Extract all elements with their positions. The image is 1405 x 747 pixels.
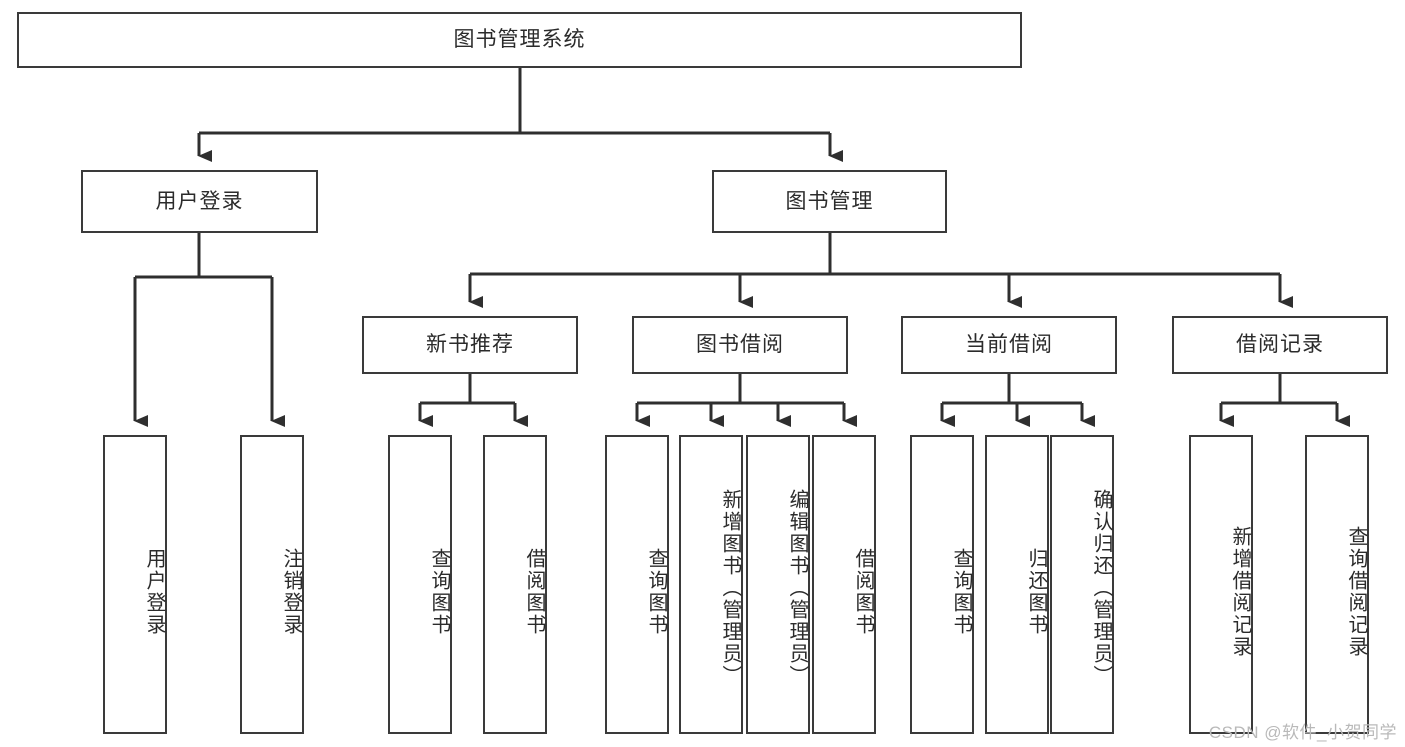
node-leaf-confirm-return[interactable]: 确认归还（管理员） [1050,435,1114,734]
node-leaf-add-record[interactable]: 新增借阅记录 [1189,435,1253,734]
node-leaf-borrow-book-1[interactable]: 借阅图书 [483,435,547,734]
node-leaf-add-book[interactable]: 新增图书（管理员） [679,435,743,734]
node-leaf-edit-book[interactable]: 编辑图书（管理员） [746,435,810,734]
node-book-manage[interactable]: 图书管理 [712,170,947,233]
node-leaf-query-book-1[interactable]: 查询图书 [388,435,452,734]
node-book-borrow[interactable]: 图书借阅 [632,316,848,374]
node-leaf-query-book-2[interactable]: 查询图书 [605,435,669,734]
node-root[interactable]: 图书管理系统 [17,12,1022,68]
node-user-login[interactable]: 用户登录 [81,170,318,233]
node-leaf-return-book[interactable]: 归还图书 [985,435,1049,734]
node-new-book-recommend[interactable]: 新书推荐 [362,316,578,374]
node-leaf-user-login[interactable]: 用户登录 [103,435,167,734]
node-leaf-query-book-3[interactable]: 查询图书 [910,435,974,734]
node-leaf-query-record[interactable]: 查询借阅记录 [1305,435,1369,734]
csdn-watermark: CSDN @软件_小贺同学 [1208,723,1397,742]
node-borrow-record[interactable]: 借阅记录 [1172,316,1388,374]
node-current-borrow[interactable]: 当前借阅 [901,316,1117,374]
node-leaf-logout[interactable]: 注销登录 [240,435,304,734]
node-leaf-borrow-book-2[interactable]: 借阅图书 [812,435,876,734]
